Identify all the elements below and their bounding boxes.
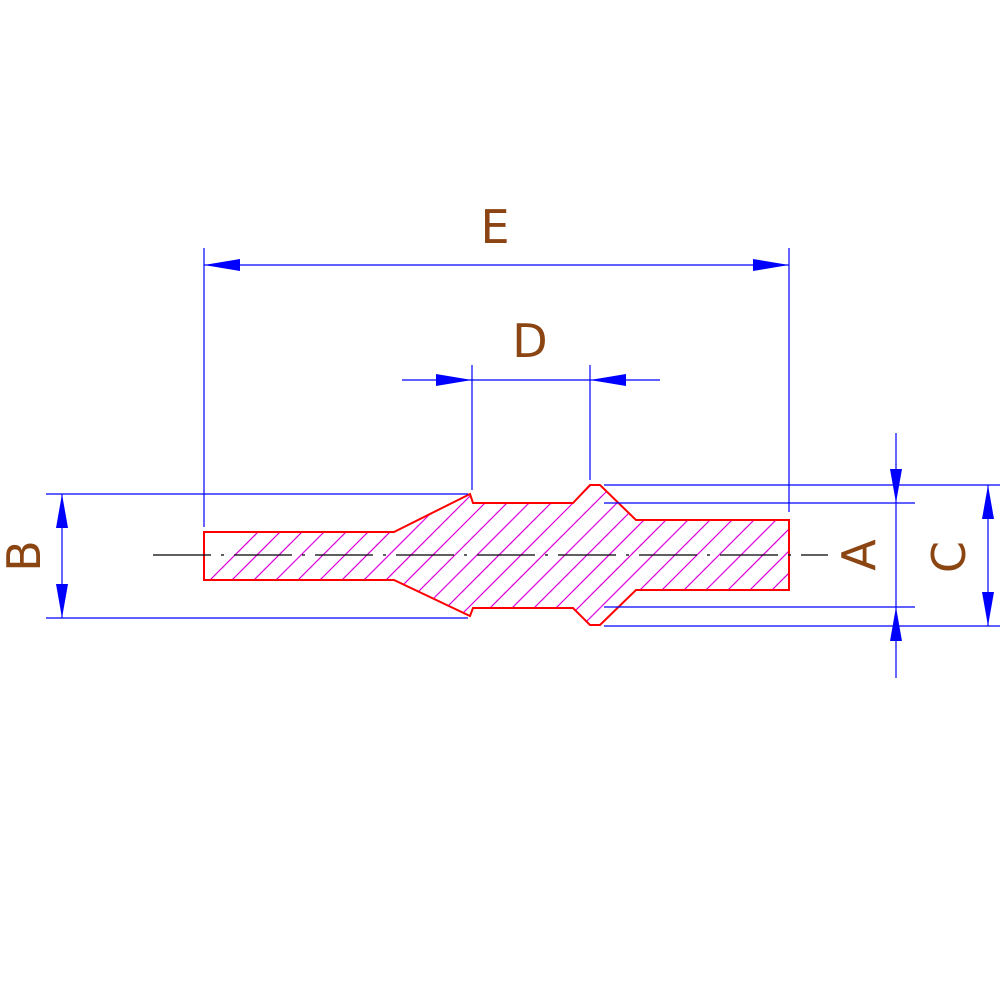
part-outline (203, 484, 790, 626)
label-b: B (0, 540, 51, 572)
label-d: D (512, 314, 547, 368)
label-e: E (480, 200, 509, 254)
dimension-c (604, 484, 1000, 627)
hatch-line (467, 485, 619, 625)
dimension-e (203, 248, 790, 527)
dimension-a (604, 433, 915, 678)
label-a: A (832, 539, 886, 571)
dimension-d (402, 365, 660, 490)
dimension-b (46, 493, 468, 619)
label-c: C (922, 541, 976, 573)
